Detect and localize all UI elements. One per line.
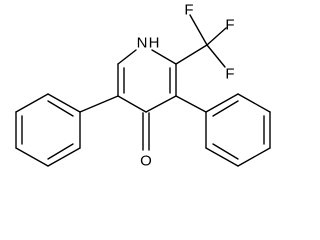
bond-cf3-f1	[189, 14, 208, 46]
phenyl-left-inner-3	[47, 143, 74, 160]
atom-hydrogen-label: H	[149, 35, 160, 52]
phenyl-left-edge-5	[47, 147, 81, 167]
phenyl-right-inner-3	[212, 143, 239, 160]
bond-c3-phenyl-right	[175, 95, 207, 113]
phenyl-left-inner-1	[47, 100, 74, 117]
phenyl-right-edge-4	[237, 147, 271, 167]
atom-fluorine-3-label: F	[225, 66, 234, 83]
bond-c5-phenyl-left	[79, 95, 119, 113]
phenyl-ring-right	[175, 93, 271, 167]
phenyl-right-inner-1	[212, 100, 239, 117]
trifluoromethyl-group	[175, 14, 227, 68]
bond-c6-n	[117, 49, 137, 65]
phenyl-right-edge-2	[237, 93, 271, 113]
phenyl-left-edge-2	[15, 93, 49, 113]
bond-c2-cf3	[175, 44, 208, 65]
phenyl-left-edge-1	[47, 93, 81, 113]
atom-fluorine-2-label: F	[225, 17, 234, 34]
atom-fluorine-1-label: F	[184, 2, 193, 19]
phenyl-right-edge-5	[205, 147, 239, 167]
atom-nitrogen-label: N	[137, 35, 148, 52]
carbonyl-group	[142, 112, 150, 151]
chemical-structure-diagram: N H O F F F	[15, 2, 271, 170]
atom-oxygen-label: O	[140, 153, 152, 170]
bond-n-c2	[151, 49, 177, 65]
pyridinone-ring	[117, 49, 177, 113]
bond-cf3-f3	[206, 44, 226, 68]
phenyl-ring-left	[15, 93, 119, 167]
bond-c4-c5	[117, 95, 147, 113]
bond-cf3-f2	[206, 27, 227, 46]
bond-c3-c4	[145, 95, 177, 113]
phenyl-right-edge-1	[205, 93, 239, 113]
phenyl-left-edge-4	[15, 147, 49, 167]
